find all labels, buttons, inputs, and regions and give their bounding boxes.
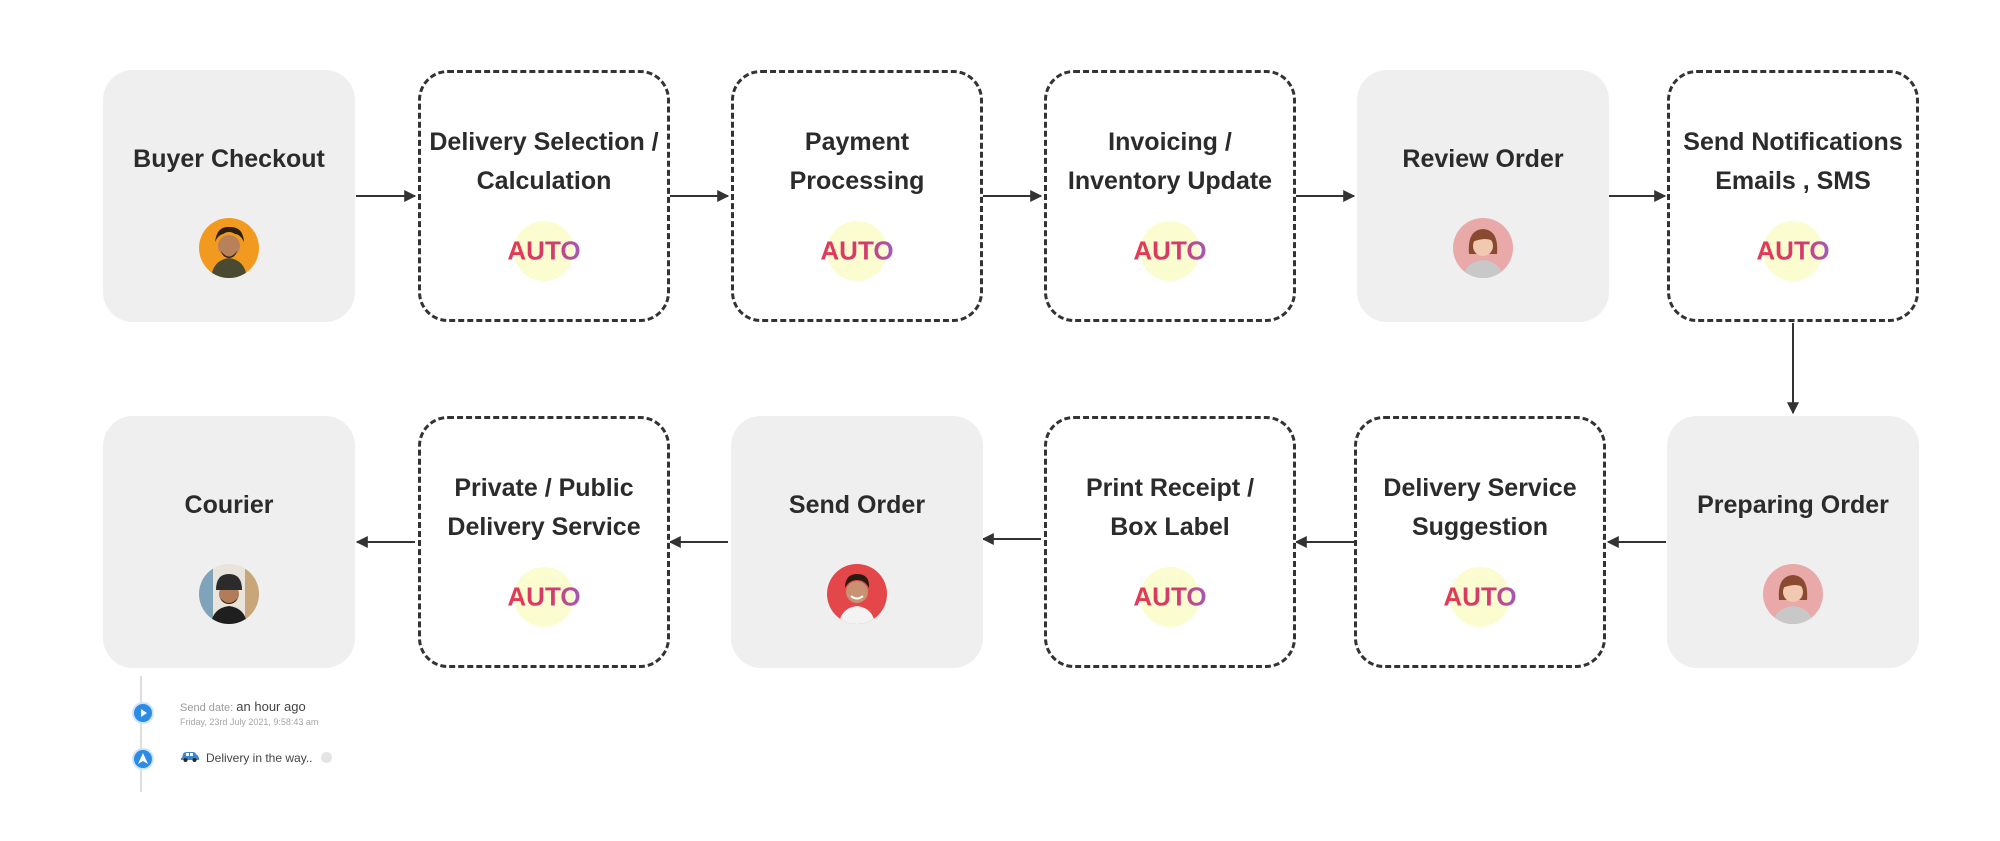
- auto-label: AUTO: [507, 235, 581, 266]
- step-title: Print Receipt / Box Label: [1085, 474, 1255, 541]
- step-title: Send Notifications Emails , SMS: [1683, 128, 1903, 195]
- auto-badge: AUTO: [820, 221, 894, 281]
- auto-badge: AUTO: [1133, 221, 1207, 281]
- delivery-timeline: Send date: an hour ago Friday, 23rd July…: [120, 676, 460, 792]
- car-icon: [180, 750, 200, 765]
- courier-helmet-avatar: [199, 564, 259, 624]
- step-title: Private / Public Delivery Service: [447, 474, 641, 541]
- send-date-full: Friday, 23rd July 2021, 9:58:43 am: [180, 717, 319, 727]
- step-title: Send Order: [788, 490, 926, 519]
- step-title: Review Order: [1402, 144, 1564, 173]
- auto-label: AUTO: [1133, 581, 1207, 612]
- timeline-line: [140, 676, 142, 792]
- step-courier[interactable]: Courier: [103, 416, 355, 668]
- auto-label: AUTO: [1443, 581, 1517, 612]
- auto-badge: AUTO: [507, 567, 581, 627]
- auto-label: AUTO: [1756, 235, 1830, 266]
- step-title: Invoicing / Inventory Update: [1067, 128, 1273, 195]
- step-title: Buyer Checkout: [133, 144, 325, 173]
- step-delivery-service-suggestion[interactable]: Delivery Service Suggestion AUTO: [1354, 416, 1606, 668]
- step-title: Courier: [184, 490, 274, 519]
- delivery-status: Delivery in the way..: [180, 750, 333, 765]
- step-review-order[interactable]: Review Order: [1357, 70, 1609, 322]
- auto-badge: AUTO: [1443, 567, 1517, 627]
- auto-label: AUTO: [507, 581, 581, 612]
- step-invoicing[interactable]: Invoicing / Inventory Update AUTO: [1044, 70, 1296, 322]
- auto-badge: AUTO: [507, 221, 581, 281]
- man-smiling-avatar: [827, 564, 887, 624]
- send-date: Send date: an hour ago: [180, 699, 306, 714]
- status-dot: [321, 752, 333, 763]
- step-title: Preparing Order: [1697, 490, 1889, 519]
- delivery-status-text: Delivery in the way..: [206, 750, 313, 765]
- step-print-receipt[interactable]: Print Receipt / Box Label AUTO: [1044, 416, 1296, 668]
- step-buyer-checkout[interactable]: Buyer Checkout: [103, 70, 355, 322]
- woman-avatar: [1763, 564, 1823, 624]
- send-date-value: an hour ago: [236, 699, 306, 714]
- auto-badge: AUTO: [1756, 221, 1830, 281]
- step-payment-processing[interactable]: Payment Processing AUTO: [731, 70, 983, 322]
- woman-avatar: [1453, 218, 1513, 278]
- step-send-order[interactable]: Send Order: [731, 416, 983, 668]
- send-date-label: Send date:: [180, 702, 234, 714]
- step-delivery-service[interactable]: Private / Public Delivery Service AUTO: [418, 416, 670, 668]
- man-curly-hair-avatar: [199, 218, 259, 278]
- step-title: Payment Processing: [789, 128, 925, 195]
- step-send-notifications[interactable]: Send Notifications Emails , SMS AUTO: [1667, 70, 1919, 322]
- step-delivery-selection[interactable]: Delivery Selection / Calculation AUTO: [418, 70, 670, 322]
- step-title: Delivery Service Suggestion: [1383, 474, 1577, 541]
- step-preparing-order[interactable]: Preparing Order: [1667, 416, 1919, 668]
- navigation-arrow-icon[interactable]: [132, 748, 154, 770]
- auto-badge: AUTO: [1133, 567, 1207, 627]
- step-title: Delivery Selection / Calculation: [429, 128, 659, 195]
- auto-label: AUTO: [1133, 235, 1207, 266]
- auto-label: AUTO: [820, 235, 894, 266]
- play-icon[interactable]: [132, 702, 154, 724]
